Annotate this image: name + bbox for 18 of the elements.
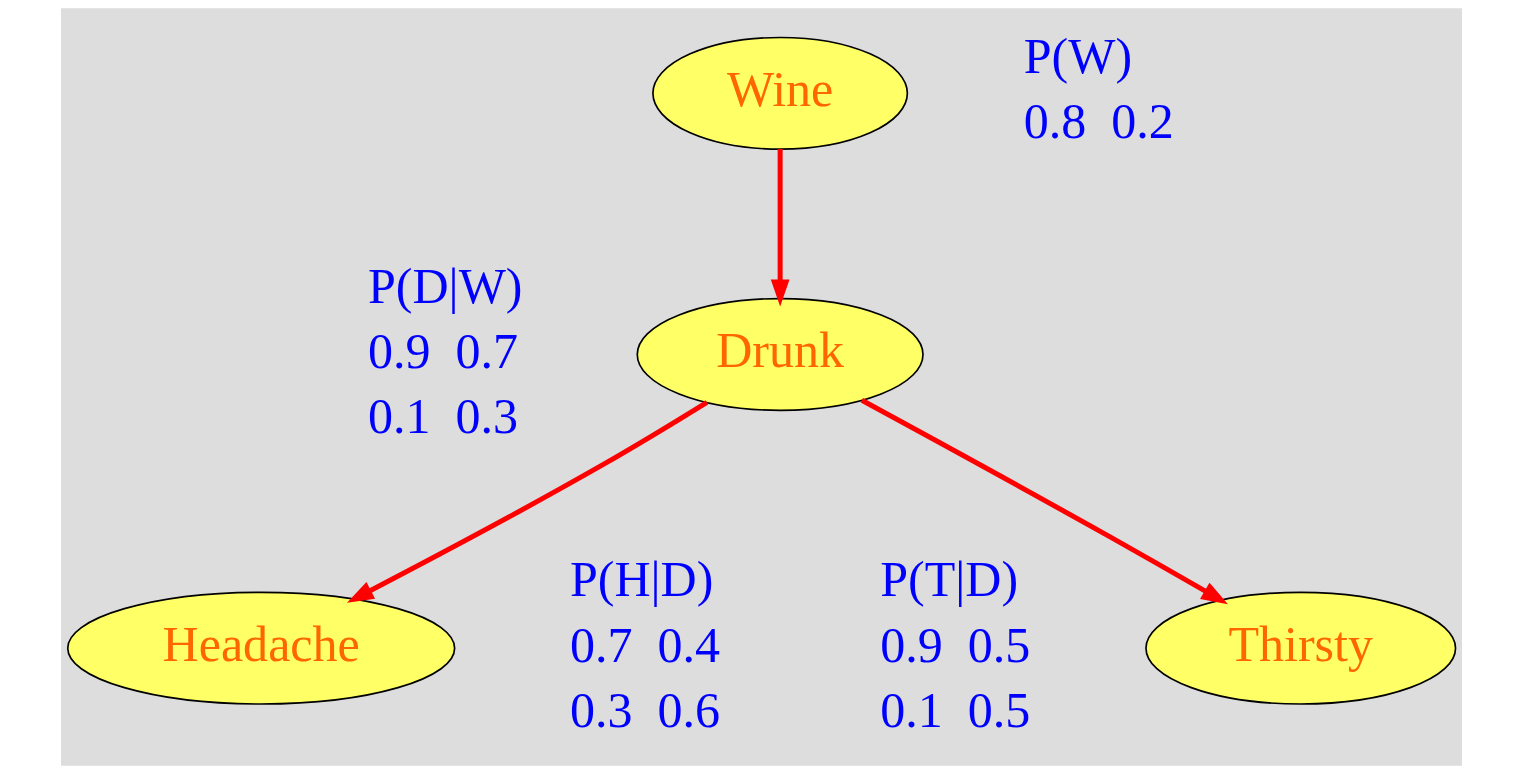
node-label: P(D|W) <box>367 257 523 314</box>
node-label: 0.9 0.7 <box>367 322 519 379</box>
node-label: 0.8 0.2 <box>1023 93 1174 150</box>
node-label: P(H|D) <box>569 551 714 608</box>
node-label: P(T|D) <box>880 551 1019 608</box>
node-ellipse: Thirsty <box>1145 591 1457 705</box>
node-label: 0.9 0.5 <box>880 616 1031 673</box>
arrow <box>770 149 790 307</box>
node-label: 0.3 0.6 <box>569 681 721 738</box>
node-label: 0.1 0.5 <box>880 681 1031 738</box>
arrow <box>347 400 709 603</box>
node-label: 0.1 0.3 <box>367 387 519 444</box>
node-ellipse: Headache <box>66 591 456 705</box>
node-label: 0.7 0.4 <box>569 616 721 673</box>
node-ellipse: Drunk <box>636 297 924 412</box>
node-ellipse: Wine <box>652 36 909 150</box>
node-label: P(W) <box>1023 28 1133 85</box>
arrow <box>860 398 1228 605</box>
